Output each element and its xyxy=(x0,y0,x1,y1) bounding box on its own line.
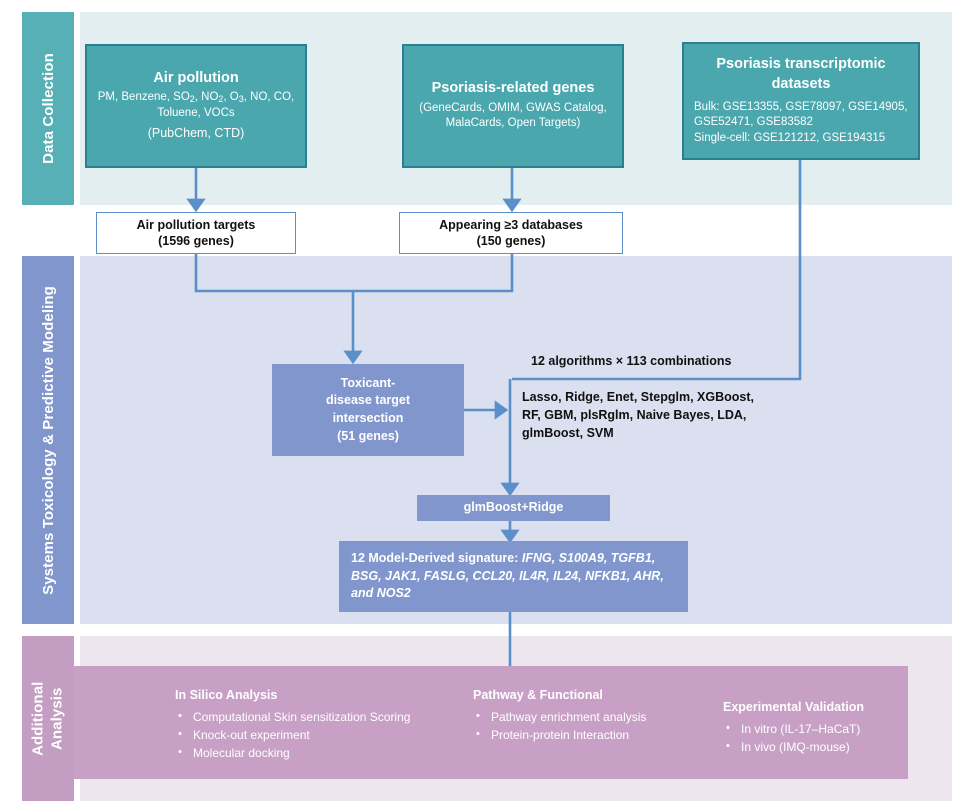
in-silico-heading: In Silico Analysis xyxy=(175,688,278,702)
experimental-heading: Experimental Validation xyxy=(723,700,865,714)
signature-prefix: 12 Model-Derived signature: xyxy=(351,550,522,565)
signature-text: 12 Model-Derived signature: IFNG, S100A9… xyxy=(351,550,676,603)
node-psoriasis-related-genes[interactable]: Psoriasis-related genes (GeneCards, OMIM… xyxy=(402,44,624,168)
band-systems-tab: Systems Toxicology & Predictive Modeling xyxy=(22,256,74,624)
node-air-pollution-targets[interactable]: Air pollution targets (1596 genes) xyxy=(96,212,296,254)
air-pollution-sources: (PubChem, CTD) xyxy=(147,126,245,141)
signature-genes: IFNG, S100A9, TGFB1, BSG, JAK1, FASLG, C… xyxy=(351,550,664,601)
algorithms-line2: RF, GBM, plsRglm, Naive Bayes, LDA, xyxy=(522,408,747,423)
band-data-collection-tab: Data Collection xyxy=(22,12,74,205)
list-item: Pathway enrichment analysis xyxy=(473,707,646,726)
panel-additional-analysis: In Silico Analysis Computational Skin se… xyxy=(73,666,908,779)
air-pollution-targets-line1: Air pollution targets xyxy=(136,217,256,232)
transcriptomic-bulk: Bulk: GSE13355, GSE78097, GSE14905, GSE5… xyxy=(694,100,908,129)
pathway-heading: Pathway & Functional xyxy=(473,688,603,702)
air-pollution-targets-line2: (1596 genes) xyxy=(158,234,234,248)
band-data-collection-label: Data Collection xyxy=(39,53,57,164)
list-item: Protein-protein Interaction xyxy=(473,726,646,744)
list-item: Knock-out experiment xyxy=(175,726,410,744)
psoriasis-genes-line2: MalaCards, Open Targets) xyxy=(445,117,581,130)
algorithms-line1: Lasso, Ridge, Enet, Stepglm, XGBoost, xyxy=(522,390,754,404)
transcriptomic-title-line1: Psoriasis transcriptomic xyxy=(716,55,886,72)
band-additional-tab: Additional Analysis xyxy=(22,636,74,801)
node-appearing-databases[interactable]: Appearing ≥3 databases (150 genes) xyxy=(399,212,623,254)
best-model-label: glmBoost+Ridge xyxy=(463,500,564,515)
transcriptomic-single-cell: Single-cell: GSE121212, GSE194315 xyxy=(694,131,886,144)
algorithms-line3: glmBoost, SVM xyxy=(522,426,614,441)
band-additional-label: Additional Analysis xyxy=(29,681,66,756)
intersection-line2: disease target xyxy=(325,393,411,408)
list-item: Computational Skin sensitization Scoring xyxy=(175,707,410,726)
analysis-column-in-silico: In Silico Analysis Computational Skin se… xyxy=(175,688,410,763)
psoriasis-genes-line1: (GeneCards, OMIM, GWAS Catalog, xyxy=(419,101,607,114)
pathway-list: Pathway enrichment analysis Protein-prot… xyxy=(473,707,646,744)
node-air-pollution[interactable]: Air pollution PM, Benzene, SO2, NO2, O3,… xyxy=(85,44,307,168)
node-best-model[interactable]: glmBoost+Ridge xyxy=(417,495,610,521)
experimental-list: In vitro (IL-17–HaCaT) In vivo (IMQ-mous… xyxy=(723,719,864,756)
air-pollution-title: Air pollution xyxy=(153,69,239,86)
appearing-databases-line2: (150 genes) xyxy=(476,234,546,248)
list-item: In vitro (IL-17–HaCaT) xyxy=(723,719,864,738)
band-systems-label: Systems Toxicology & Predictive Modeling xyxy=(39,285,57,595)
analysis-column-experimental: Experimental Validation In vitro (IL-17–… xyxy=(723,700,864,756)
appearing-databases-line1: Appearing ≥3 databases xyxy=(439,217,583,232)
node-toxicant-disease-intersection[interactable]: Toxicant- disease target intersection (5… xyxy=(272,364,464,456)
list-item: In vivo (IMQ-mouse) xyxy=(723,738,864,756)
transcriptomic-title-line2: datasets xyxy=(771,76,831,93)
intersection-line4: (51 genes) xyxy=(337,428,399,443)
analysis-column-pathway: Pathway & Functional Pathway enrichment … xyxy=(473,688,646,744)
node-psoriasis-transcriptomic-datasets[interactable]: Psoriasis transcriptomic datasets Bulk: … xyxy=(682,42,920,160)
intersection-line3: intersection xyxy=(332,411,404,425)
combinations-label: 12 algorithms × 113 combinations xyxy=(531,354,732,368)
intersection-line1: Toxicant- xyxy=(340,375,396,390)
air-pollution-pollutants: PM, Benzene, SO2, NO2, O3, NO, CO,Toluen… xyxy=(97,91,295,119)
node-model-signature[interactable]: 12 Model-Derived signature: IFNG, S100A9… xyxy=(339,541,688,612)
in-silico-list: Computational Skin sensitization Scoring… xyxy=(175,707,410,763)
node-algorithm-list: Lasso, Ridge, Enet, Stepglm, XGBoost, RF… xyxy=(512,382,822,454)
psoriasis-genes-title: Psoriasis-related genes xyxy=(431,80,595,97)
list-item: Molecular docking xyxy=(175,744,410,762)
